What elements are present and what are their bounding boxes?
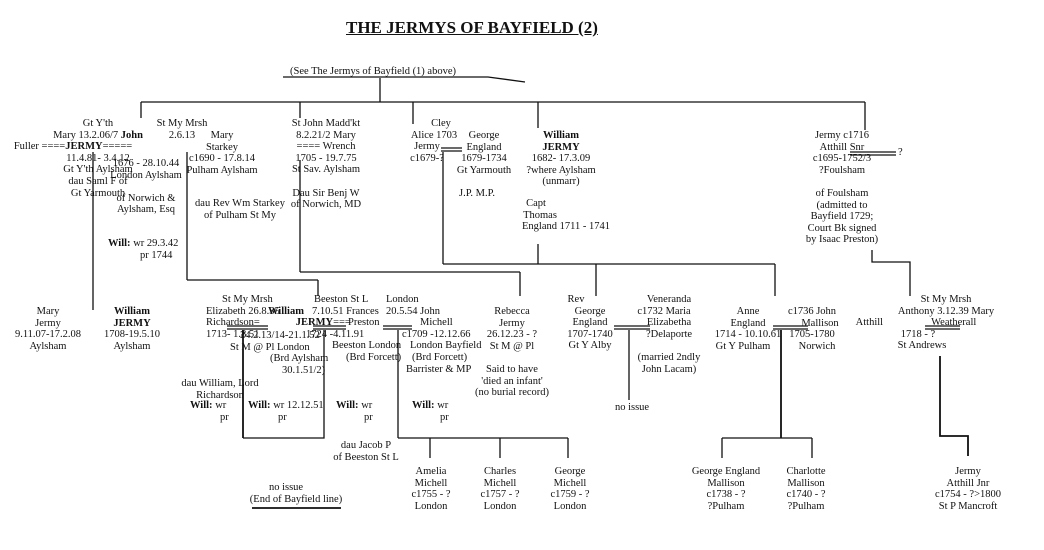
no-issue-veneranda: no issue — [614, 402, 650, 413]
marr-atthill-q — [850, 151, 896, 156]
marr-george-veneranda — [614, 325, 650, 330]
dau-william-richardson: dau William, Lord Richardson — [181, 378, 259, 401]
st-my-mrsh: St My Mrsh 2.6.13 — [156, 118, 208, 141]
box-wm — [243, 330, 325, 439]
william-main-will: Will: wr 12.12.51 pr — [248, 400, 324, 423]
unknown-spouse: ? — [898, 147, 903, 158]
john-jermy-info: 1676 - 28.10.44 London Aylsham of Norwic… — [110, 158, 182, 216]
drop-atthill-line — [871, 250, 911, 296]
dau-jacob-preston: dau Jacob P of Beeston St L — [333, 440, 399, 463]
william-main-info: 24.2.13/14-21.1.52 St M @ Pl London (Brd… — [230, 330, 329, 376]
no-issue-main: no issue — [268, 482, 304, 493]
elizabeth-richardson: St My Mrsh Elizabeth 26.8.35 Richardson=… — [206, 294, 351, 340]
frances-will: Will: wr pr — [336, 400, 373, 423]
marr-alice-george — [441, 147, 462, 152]
jermy-atthill-snr: Jermy c1716 Atthill Snr c1695-1752/3 ?Fo… — [805, 130, 879, 246]
alice-jermy: Cley Alice 1703 Jermy c1679-? — [410, 118, 458, 164]
see-above-label: (See The Jermys of Bayfield (1) above) — [290, 66, 457, 77]
john-will: Will: wr 29.3.42 — [108, 238, 179, 249]
page-title: THE JERMYS OF BAYFIELD (2) — [346, 18, 598, 37]
marriage-date: 13.2.06/7 — [78, 129, 119, 141]
marr-frances-michell — [383, 325, 412, 330]
george-england: George England 1679-1734 Gt Yarmouth J.P… — [456, 130, 512, 199]
eliz-will: Will: wr pr — [190, 400, 229, 423]
rev-george-england: Rev George England 1707-1740 Gt Y Alby — [567, 294, 613, 352]
end-of-bayfield-line: (End of Bayfield line) — [249, 494, 343, 505]
rebecca-jermy: Rebecca Jermy 26.12.23 - ? St M @ Pl Sai… — [474, 306, 550, 399]
veneranda-delaporte: Veneranda c1732 Maria Elizabetha ?Delapo… — [637, 294, 701, 375]
capt-thomas-england: Capt Thomas England 1711 - 1741 — [522, 198, 610, 233]
marr-anne-mallison — [773, 325, 808, 330]
john-pr: pr 1744 — [140, 250, 173, 261]
john-mallison: c1736 John Mallison 1705-1780 Norwich — [787, 306, 839, 352]
marr-anthony-mary — [925, 325, 960, 330]
mary-starkey: Mary Starkey c1690 - 17.8.14 Pulham Ayls… — [186, 130, 258, 176]
mary-jermy-1707: Mary Jermy 9.11.07-17.2.08 Aylsham — [14, 306, 82, 352]
william-jermy-1708: William JERMY 1708-19.5.10 Aylsham — [104, 306, 160, 352]
drop-jermy-jnr — [939, 356, 969, 456]
william-jermy-1682: William JERMY 1682- 17.3.09 ?where Aylsh… — [526, 130, 596, 188]
see-above-line — [283, 76, 526, 83]
marr-wm-frances — [313, 325, 346, 330]
mary-wrench: St John Madd'kt 8.2.21/2 Mary ==== Wrenc… — [290, 118, 362, 211]
bar-mallison-children — [721, 437, 813, 458]
john-michell: London 20.5.54 John Michell c1709 -12.12… — [386, 294, 482, 375]
anne-england: Anne England 1714 - 10.10.61 Gt Y Pulham — [714, 306, 782, 352]
william-jermy-main: William — [268, 306, 304, 317]
mary-fuller: Gt Y'th Mary 13.2.06/7 John Fuller ====J… — [13, 118, 143, 199]
marr-wm-eliz — [227, 325, 268, 330]
starkey-note: dau Rev Wm Starkey of Pulham St My — [195, 198, 285, 221]
frances-preston: Beeston St L 7.10.51 Frances Preston 172… — [306, 294, 402, 363]
john-michell-will: Will: wr pr — [412, 400, 449, 423]
bar-michell-children — [398, 437, 569, 458]
